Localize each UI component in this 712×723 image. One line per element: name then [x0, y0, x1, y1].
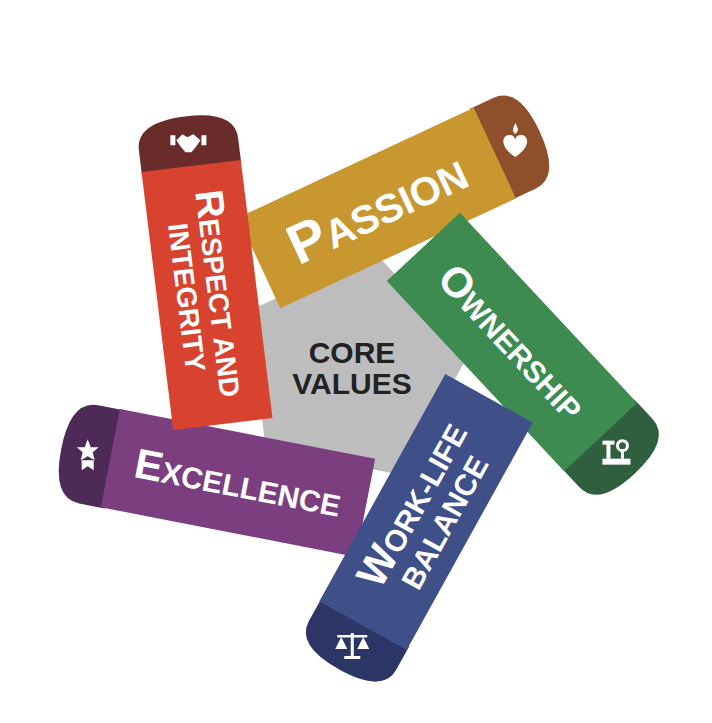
center-title: CORE VALUES [275, 337, 430, 400]
text-holder: RESPECT AND INTEGRITY [142, 160, 273, 430]
value-band: RESPECT AND INTEGRITY [142, 160, 273, 430]
badge-icon [77, 439, 99, 470]
value-label: EXCELLENCE [131, 442, 345, 525]
value-label: RESPECT AND INTEGRITY [157, 170, 257, 421]
scales-icon [335, 633, 369, 659]
tools-icon [602, 441, 630, 465]
heart-icon [503, 123, 527, 157]
handshake-icon [170, 134, 206, 152]
